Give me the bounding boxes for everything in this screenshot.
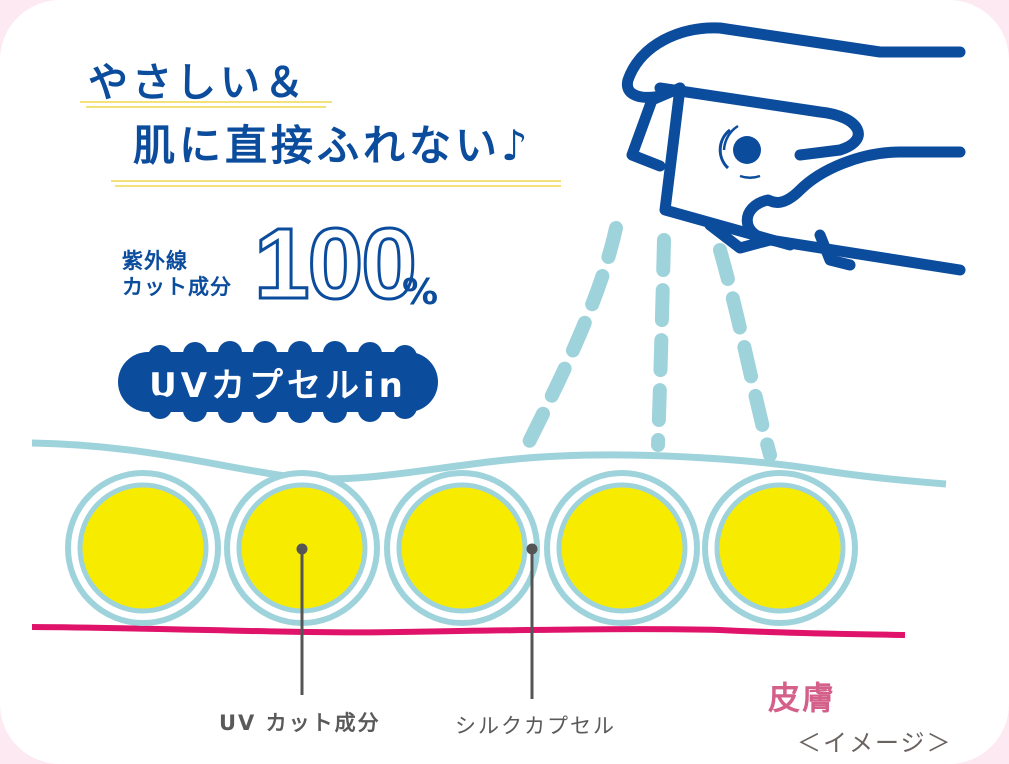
silk-layer-line: [31, 439, 947, 488]
capsule-5: [702, 470, 858, 626]
capsule-4: [544, 470, 700, 626]
uv-cut-label-line-2: カット成分: [122, 275, 232, 299]
headline-line-2: 肌に直接ふれない♪: [133, 121, 532, 170]
mist-droplets-icon: [518, 221, 777, 462]
capsule-3: [384, 470, 540, 626]
callout-silk-pointer: [526, 543, 538, 699]
skin-line: [31, 624, 906, 638]
callout-uv-component-label: UV カット成分: [219, 711, 381, 735]
uv-cut-label-line-1: 紫外線: [122, 249, 188, 273]
callout-silk-capsule-label: シルクカプセル: [455, 714, 616, 738]
hand-spray-icon: [621, 22, 966, 276]
headline-underline-2: [111, 180, 561, 182]
spray-button-icon: [718, 124, 761, 179]
uv-cut-unit: %: [402, 272, 439, 313]
skin-label: 皮膚: [768, 679, 837, 717]
headline-underline-1b: [86, 106, 326, 108]
headline-underline-1: [80, 101, 332, 103]
image-note: ＜イメージ＞: [797, 729, 953, 757]
capsule-1: [65, 470, 221, 626]
uv-cut-label: 紫外線 カット成分: [122, 248, 232, 300]
uv-cut-value: 100: [253, 208, 419, 320]
headline-underline-2b: [115, 185, 561, 187]
badge-scallops: [148, 341, 417, 423]
headline-line-1: やさしい＆: [88, 60, 308, 106]
capsule-row: [65, 470, 858, 626]
callout-uv-pointer: [296, 543, 308, 695]
